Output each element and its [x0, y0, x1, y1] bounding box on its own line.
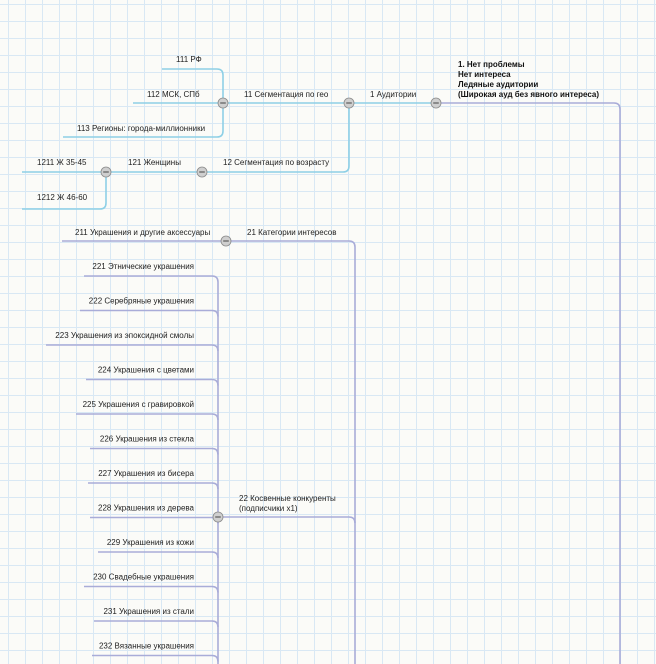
node-n11[interactable]: 11 Сегментация по гео: [244, 90, 329, 99]
node-n21[interactable]: 21 Категории интересов: [247, 228, 336, 237]
edge-n22-child: [46, 344, 219, 352]
node-n22-child[interactable]: 223 Украшения из эпоксидной смолы: [55, 331, 194, 340]
node-n22-child[interactable]: 230 Свадебные украшения: [93, 573, 194, 582]
edge-n22-child: [94, 620, 219, 628]
toggle-n22-icon[interactable]: [212, 511, 224, 523]
node-n113[interactable]: 113 Регионы: города-миллионники: [77, 124, 205, 133]
node-n22-child[interactable]: 225 Украшения с гравировкой: [83, 400, 194, 409]
edge-n113: [63, 103, 224, 138]
root-line2: Нет интереса: [458, 70, 511, 79]
node-n22-child[interactable]: 232 Вязанные украшения: [99, 642, 194, 651]
node-n111[interactable]: 111 РФ: [176, 55, 202, 64]
edge-n22-child: [88, 482, 219, 490]
edge-n1212: [22, 172, 107, 210]
edge-n22-child: [80, 309, 219, 317]
edge-n22-child: [92, 654, 219, 662]
edge-n22-child: [84, 275, 219, 283]
edge-n22-child: [98, 551, 219, 559]
node-n211[interactable]: 211 Украшения и другие аксессуары: [75, 228, 210, 237]
node-n22-child[interactable]: 226 Украшения из стекла: [100, 435, 195, 444]
competitor-branch-edges: [46, 102, 621, 664]
node-n12[interactable]: 12 Сегментация по возрасту: [223, 158, 329, 167]
edge-n22-child: [86, 378, 219, 386]
toggle-root-icon[interactable]: [430, 97, 442, 109]
node-n22-child[interactable]: 228 Украшения из дерева: [98, 504, 195, 513]
node-n121[interactable]: 121 Женщины: [128, 158, 181, 167]
toggle-n11-icon[interactable]: [217, 97, 229, 109]
edge-n21: [226, 240, 356, 664]
toggle-n121-icon[interactable]: [100, 166, 112, 178]
node-n22-line2[interactable]: (подписчики х1): [239, 504, 298, 513]
root-line3: Ледяные аудитории: [458, 80, 538, 89]
node-n1[interactable]: 1 Аудитории: [370, 90, 416, 99]
edge-n22-child: [76, 413, 219, 421]
node-n22-child[interactable]: 227 Украшения из бисера: [98, 469, 194, 478]
node-n22-child[interactable]: 231 Украшения из стали: [103, 607, 194, 616]
node-n1211[interactable]: 1211 Ж 35-45: [37, 158, 87, 167]
node-n22-child[interactable]: 224 Украшения с цветами: [98, 366, 194, 375]
n22-children: 221 Этнические украшения 222 Серебряные у…: [55, 262, 194, 651]
node-n112[interactable]: 112 МСК, СПб: [147, 90, 200, 99]
root-line4: (Широкая ауд без явного интереса): [458, 90, 599, 99]
collapse-toggles: [100, 97, 442, 523]
edge-n22-child: [90, 516, 219, 524]
edge-n111: [162, 68, 224, 103]
node-n22-child[interactable]: 221 Этнические украшения: [92, 262, 194, 271]
edge-n22-child: [90, 447, 219, 455]
edge-n22-child: [84, 585, 219, 593]
toggle-n21-icon[interactable]: [220, 235, 232, 247]
edge-n22: [218, 516, 356, 524]
toggle-n1-icon[interactable]: [343, 97, 355, 109]
node-n22-line1[interactable]: 22 Косвенные конкуренты: [239, 494, 336, 503]
root-line1: 1. Нет проблемы: [458, 60, 525, 69]
edge-root: [436, 102, 621, 664]
root-node[interactable]: 1. Нет проблемы Нет интереса Ледяные ауд…: [458, 60, 599, 99]
node-n22-child[interactable]: 229 Украшения из кожи: [107, 538, 194, 547]
toggle-n12-icon[interactable]: [196, 166, 208, 178]
edge-n1-vertical: [202, 103, 350, 173]
audience-branch-edges: [22, 68, 436, 210]
node-n22-child[interactable]: 222 Серебряные украшения: [89, 297, 194, 306]
node-n1212[interactable]: 1212 Ж 46-60: [37, 193, 88, 202]
